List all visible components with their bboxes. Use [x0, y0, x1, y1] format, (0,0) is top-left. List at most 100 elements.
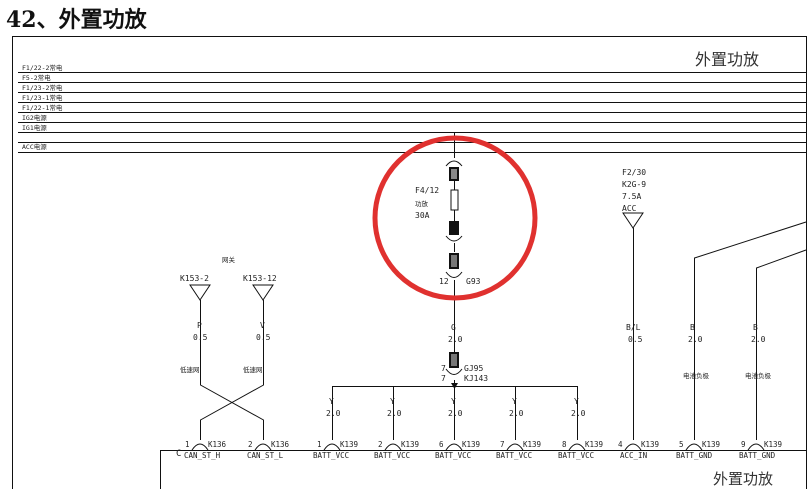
ground-size: 2.0: [751, 335, 766, 344]
pin-connector-id: K136: [208, 440, 227, 449]
pin-name: BATT_VCC: [558, 451, 594, 460]
branch-size: 2.0: [509, 409, 524, 418]
gj95-pin: 7: [441, 364, 446, 373]
pin-connector-id: K139: [340, 440, 358, 449]
pin-number: 4: [618, 440, 623, 449]
pin-connector-id: K139: [523, 440, 541, 449]
branch-color: Y: [512, 397, 517, 406]
signal-note: 低速网: [180, 365, 200, 374]
kj143-label: KJ143: [464, 374, 488, 383]
diagram-title-top: 外置功放: [695, 50, 759, 69]
pin-connector-id: K136: [271, 440, 290, 449]
signal-color: P: [197, 321, 202, 330]
signal-size: 0.5: [193, 333, 208, 342]
pin-connector: [191, 443, 209, 451]
rail-label: IG2电源: [22, 113, 47, 122]
power-branch-color: G: [451, 323, 456, 332]
highlight-circle: [372, 135, 538, 301]
branch-color: Y: [329, 397, 334, 406]
pin-connector-id: K139: [585, 440, 603, 449]
acc-rail: ACC: [622, 204, 637, 213]
acc-source-arrow: [622, 212, 644, 229]
gj95-connector: [445, 368, 463, 375]
pin-connector: [445, 443, 463, 451]
fuse-bottom-connector: [445, 235, 463, 242]
pin-connector: [254, 443, 272, 451]
power-rails: [18, 72, 806, 153]
ground-note: 电池负极: [745, 371, 772, 380]
pin-name: CAN_ST_H: [184, 451, 221, 460]
pin-name: BATT_GND: [739, 451, 776, 460]
fuse-terminal-top-inner: [451, 169, 457, 179]
pin-connector: [747, 443, 765, 451]
g93-connector: [445, 271, 463, 278]
branch-color: Y: [574, 397, 579, 406]
page-title: 42、外置功放: [6, 7, 147, 33]
fuse-body: [450, 189, 459, 211]
amplifier-body: [160, 450, 806, 489]
acc-rating: 7.5A: [622, 192, 641, 201]
acc-wire-size: 0.5: [628, 335, 643, 344]
branch-size: 2.0: [326, 409, 341, 418]
amplifier-corner-c: C: [176, 449, 181, 459]
pin-name: BATT_GND: [676, 451, 713, 460]
pin-connector-id: K139: [401, 440, 419, 449]
pin-name: BATT_VCC: [374, 451, 410, 460]
rail-label: F1/22-2常电: [22, 63, 63, 72]
rail-label: ACC电源: [22, 142, 47, 151]
acc-fuse: F2/30: [622, 168, 646, 177]
ground-size: 2.0: [688, 335, 703, 344]
power-branch-size: 2.0: [448, 335, 463, 344]
pin-connector-id: K139: [702, 440, 720, 449]
fuse-label: 功放: [415, 199, 429, 208]
pin-number: 2: [378, 440, 383, 449]
pin-number: 6: [439, 440, 444, 449]
diagram-title-bottom: 外置功放: [713, 470, 773, 488]
branch-color: Y: [390, 397, 395, 406]
branch-size: 2.0: [571, 409, 586, 418]
fuse-pin: 12: [439, 277, 449, 286]
pin-connector: [384, 443, 402, 451]
rail-label: IG1电源: [22, 123, 47, 132]
pin-connector-id: K139: [641, 440, 659, 449]
signal-source-arrow: [189, 284, 211, 301]
pin-number: 1: [317, 440, 322, 449]
fuse-top-connector: [445, 160, 463, 167]
pin-connector: [506, 443, 524, 451]
branch-size: 2.0: [448, 409, 463, 418]
pin-number: 7: [500, 440, 505, 449]
pin-connector-id: K139: [462, 440, 480, 449]
signal-group-label: 网关: [222, 255, 236, 264]
pin-name: CAN_ST_L: [247, 451, 284, 460]
fuse-id: F4/12: [415, 186, 439, 195]
diagram-frame: [12, 36, 807, 489]
rail-label: F1/23-2常电: [22, 83, 63, 92]
fuse-terminal-bottom: [449, 221, 459, 235]
branch-color: Y: [451, 397, 456, 406]
signal-source-arrow: [252, 284, 274, 301]
signal-color: V: [260, 321, 265, 330]
ground-wires: [694, 221, 807, 440]
ground-color: B: [690, 323, 695, 332]
pin-number: 2: [248, 440, 253, 449]
pin-connector: [323, 443, 341, 451]
pin-name: BATT_VCC: [313, 451, 349, 460]
signal-note: 低速网: [243, 365, 263, 374]
pin-name: ACC_IN: [620, 451, 647, 460]
pin-number: 8: [562, 440, 567, 449]
pin-connector: [568, 443, 586, 451]
source-connector: K153-2: [180, 274, 209, 283]
gj95-label: GJ95: [464, 364, 483, 373]
rail-label: F5-2常电: [22, 73, 51, 82]
kj143-pin: 7: [441, 374, 446, 383]
acc-connector: K2G-9: [622, 180, 646, 189]
signal-size: 0.5: [256, 333, 271, 342]
twisted-pair: [200, 360, 264, 440]
rail-label: F1/23-1常电: [22, 93, 63, 102]
rail-label: F1/22-1常电: [22, 103, 63, 112]
ground-color: B: [753, 323, 758, 332]
pin-number: 1: [185, 440, 190, 449]
fuse-rating: 30A: [415, 211, 430, 220]
pin-connector: [685, 443, 703, 451]
